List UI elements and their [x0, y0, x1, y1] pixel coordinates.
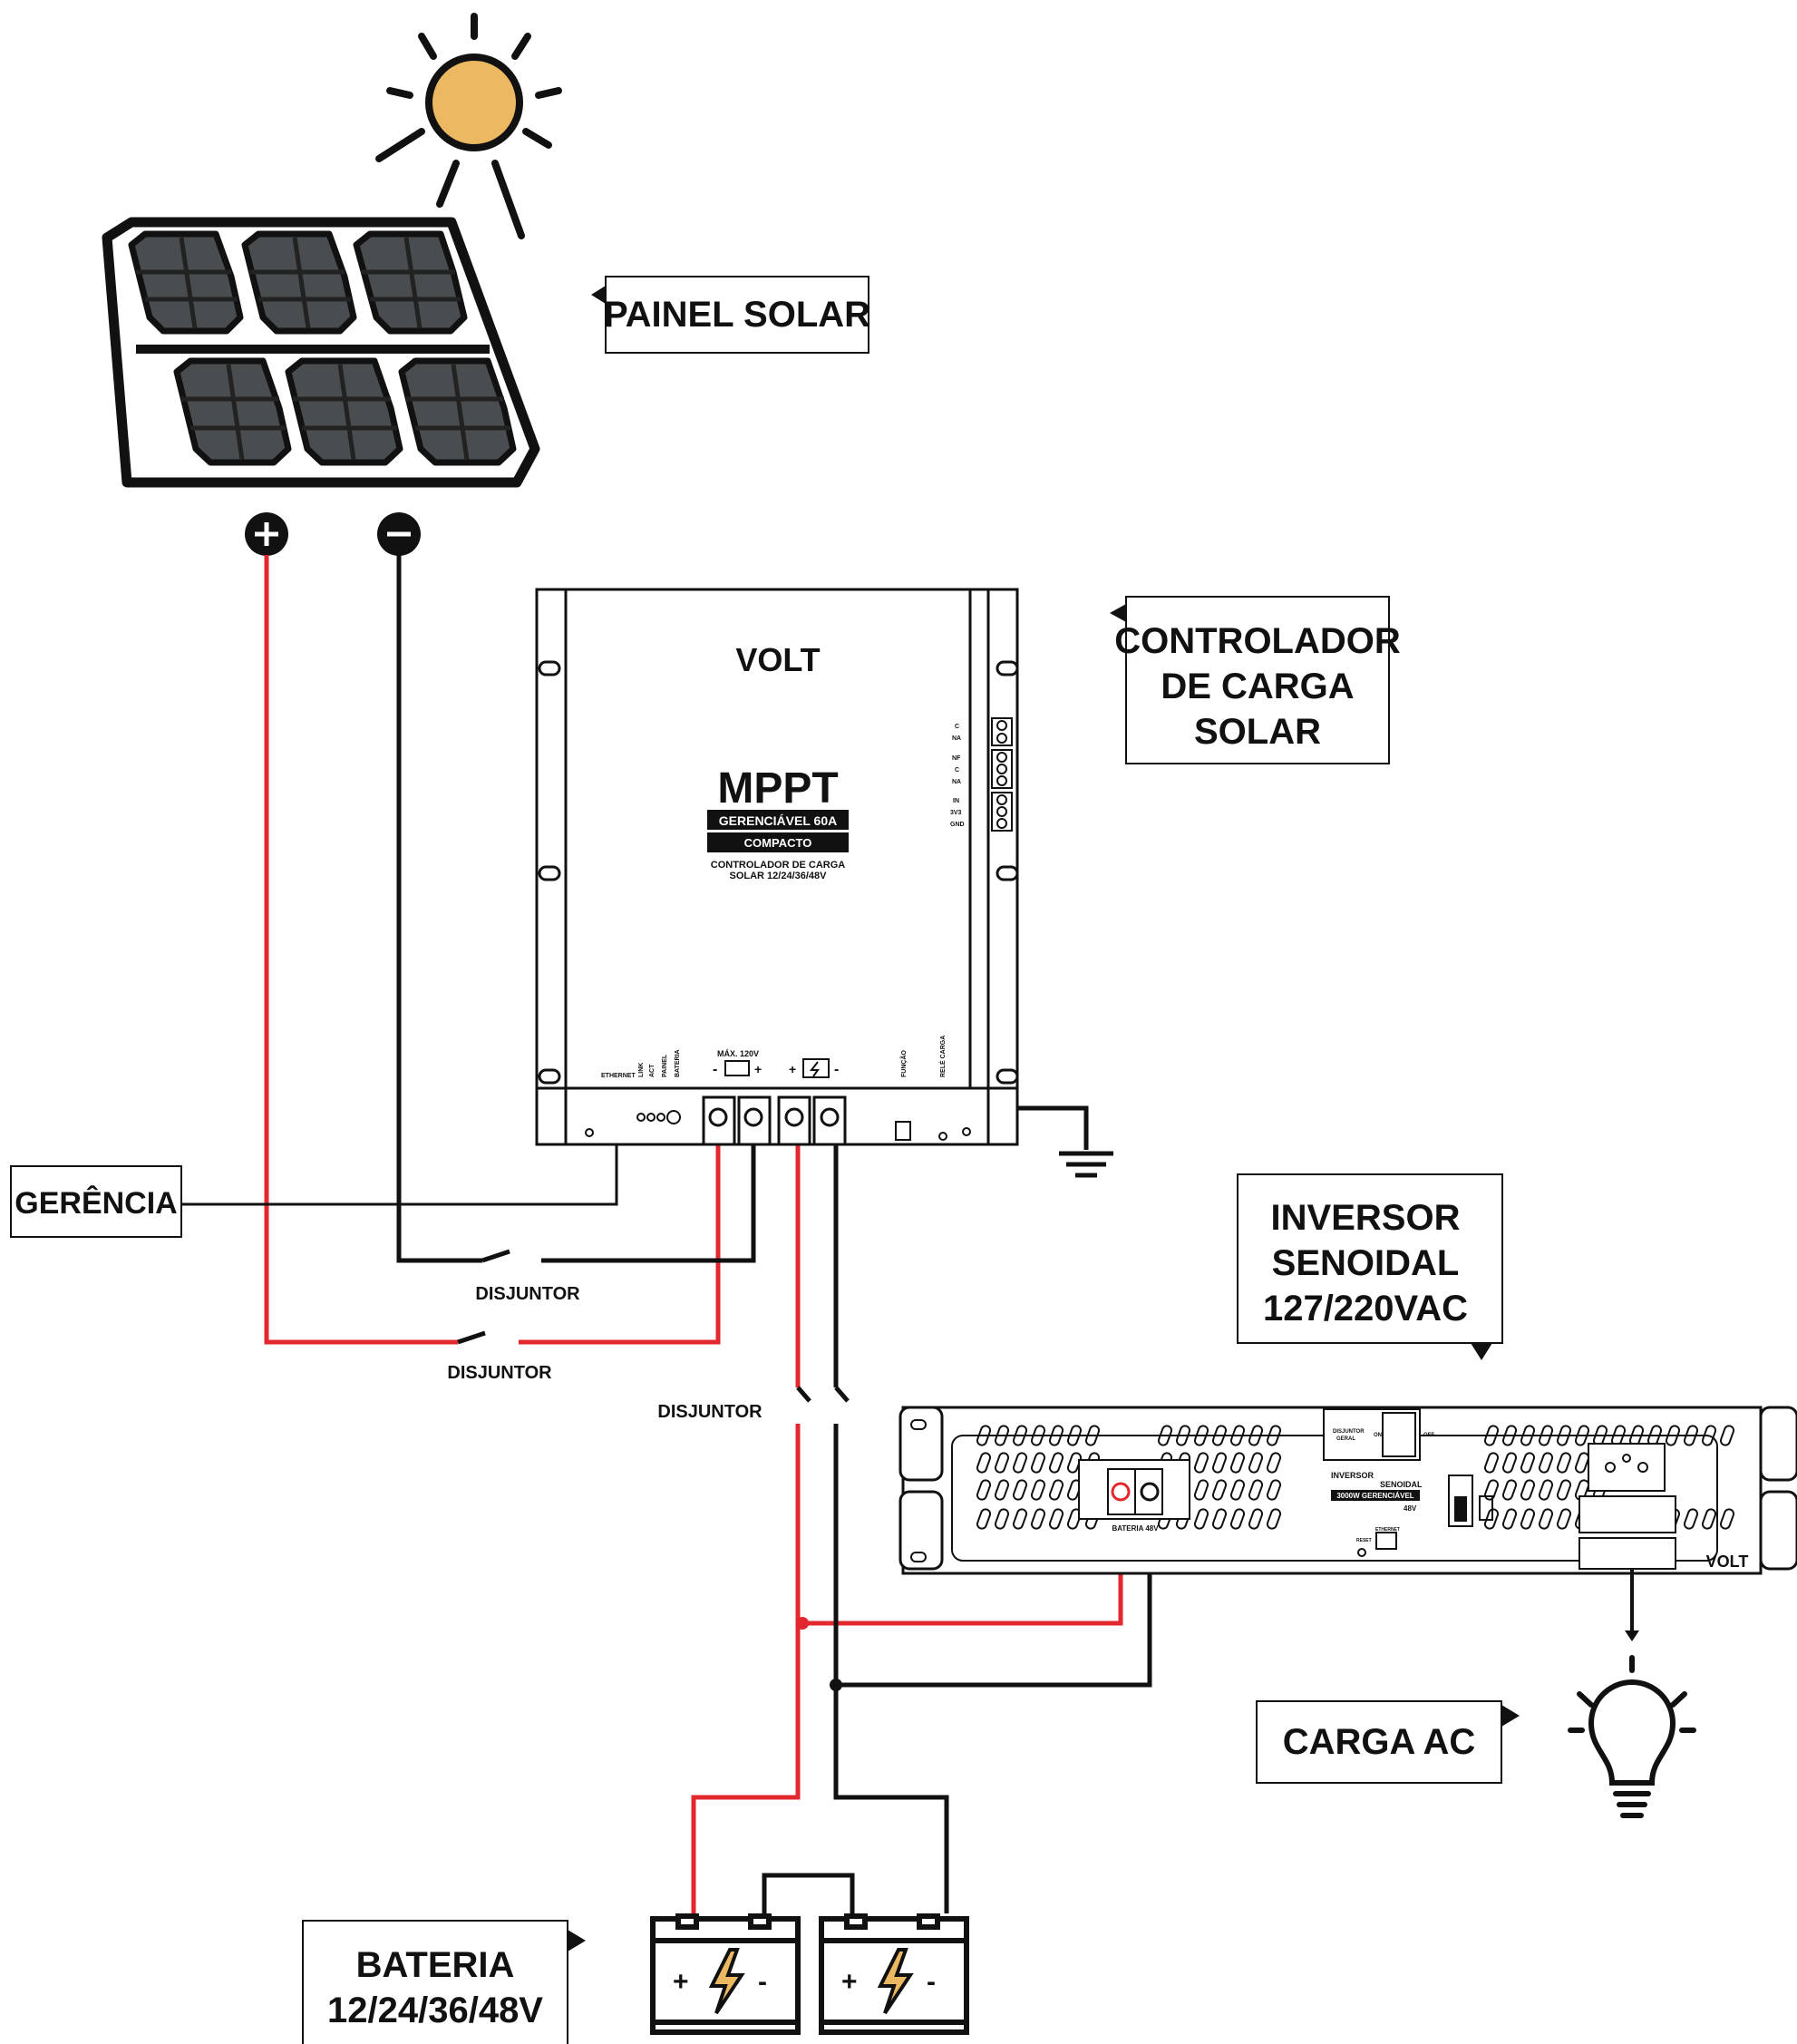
- inversor-label-2: SENOIDAL: [1272, 1243, 1460, 1283]
- side-gnd: GND: [950, 822, 965, 828]
- solar-panel-icon: [102, 217, 540, 488]
- inverter-name-1: INVERSOR: [1331, 1471, 1374, 1480]
- inverter-breaker-label-2: GERAL: [1336, 1436, 1355, 1442]
- inversor-label-3: 127/220VAC: [1263, 1289, 1468, 1329]
- vent-slots-left: [975, 1423, 1736, 1532]
- controlador-label-3: SOLAR: [1194, 712, 1321, 752]
- inverter-name-4: 48V: [1404, 1504, 1417, 1513]
- side-in: IN: [953, 798, 959, 804]
- svg-text:-: -: [927, 1967, 936, 1997]
- svg-text:+: +: [673, 1967, 689, 1997]
- port-ethernet-label: ETHERNET: [601, 1073, 636, 1079]
- painel-solar-label: PAINEL SOLAR: [604, 295, 870, 335]
- port-funcao-label: FUNÇÃO: [899, 1050, 908, 1077]
- controlador-label-2: DE CARGA: [1161, 667, 1354, 706]
- minus-icon: [377, 512, 421, 556]
- disjuntor-label-2: DISJUNTOR: [447, 1363, 552, 1383]
- sun-icon: [375, 13, 562, 239]
- charge-controller: VOLT MPPT GERENCIÁVEL 60A COMPACTO CONTR…: [535, 588, 1019, 1146]
- panel-positive-wire: [264, 555, 458, 1345]
- plus-icon: [245, 512, 288, 556]
- port-rele-carga-label: RELÉ CARGA: [938, 1036, 947, 1077]
- ground-icon: [1059, 1151, 1113, 1178]
- sine-inverter: BATERIA 48V DISJUNTOR GERAL ON OFF INVER…: [898, 1406, 1797, 1575]
- bateria-label-2: 12/24/36/48V: [327, 1990, 543, 2030]
- svg-text:+: +: [841, 1967, 858, 1997]
- inversor-label-1: INVERSOR: [1271, 1198, 1461, 1238]
- svg-text:-: -: [713, 1062, 717, 1077]
- label-bateria: BATERIA 12/24/36/48V: [302, 1920, 586, 2044]
- svg-text:+: +: [789, 1062, 796, 1076]
- panel-negative-wire: [396, 555, 482, 1263]
- breaker-switch-battery-positive: [796, 1386, 811, 1403]
- label-controlador: CONTROLADOR DE CARGA SOLAR: [1110, 596, 1401, 764]
- breaker-switch-positive: [457, 1330, 486, 1345]
- inverter-breaker-label-1: DISJUNTOR: [1333, 1429, 1365, 1435]
- controller-band-2: COMPACTO: [744, 836, 812, 850]
- led-act-label: ACT: [649, 1064, 656, 1077]
- wiring: [181, 555, 1152, 1913]
- inverter-name-2: SENOIDAL: [1380, 1480, 1423, 1489]
- side-na2: NA: [952, 779, 961, 785]
- disjuntor-label-3: DISJUNTOR: [657, 1402, 763, 1422]
- inverter-reset: RESET: [1356, 1538, 1372, 1543]
- controller-band-1: GERENCIÁVEL 60A: [719, 813, 837, 828]
- breaker-switch-battery-negative: [834, 1386, 850, 1403]
- light-bulb-icon: [1568, 1655, 1696, 1818]
- label-gerencia: GERÊNCIA: [10, 1165, 182, 1238]
- svg-text:-: -: [758, 1967, 767, 1997]
- svg-text:-: -: [834, 1062, 839, 1077]
- max-voltage-label: MÁX. 120V: [717, 1049, 759, 1058]
- controller-brand: VOLT: [735, 641, 820, 678]
- inverter-brand: VOLT: [1706, 1552, 1749, 1571]
- controller-desc-1: CONTROLADOR DE CARGA: [711, 860, 846, 871]
- bateria-label-1: BATERIA: [356, 1945, 515, 1985]
- side-na1: NA: [952, 735, 961, 742]
- inverter-on: ON: [1374, 1433, 1382, 1438]
- side-3v3: 3V3: [950, 810, 962, 816]
- label-painel-solar: PAINEL SOLAR: [591, 276, 870, 354]
- disjuntor-label-1: DISJUNTOR: [475, 1284, 580, 1304]
- controller-model: MPPT: [717, 764, 838, 813]
- carga-ac-label: CARGA AC: [1283, 1722, 1476, 1762]
- svg-text:+: +: [754, 1062, 762, 1076]
- led-bateria-label: BATERIA: [675, 1049, 681, 1077]
- inverter-name-3: 3000W GERENCIÁVEL: [1336, 1492, 1413, 1500]
- inverter-off: OFF: [1423, 1433, 1434, 1438]
- label-inversor: INVERSOR SENOIDAL 127/220VAC: [1237, 1173, 1503, 1360]
- side-nf: NF: [952, 755, 961, 762]
- battery-icon: + - + -: [650, 1913, 969, 2035]
- led-painel-label: PAINEL: [662, 1054, 668, 1077]
- inverter-ethernet: ETHERNET: [1375, 1527, 1400, 1533]
- gerencia-label: GERÊNCIA: [15, 1186, 177, 1221]
- breaker-switch-negative: [481, 1249, 510, 1263]
- controlador-label-1: CONTROLADOR: [1114, 621, 1401, 661]
- side-c2: C: [955, 767, 959, 774]
- side-c1: C: [955, 724, 959, 730]
- label-carga-ac: CARGA AC: [1256, 1700, 1520, 1784]
- inverter-battery-label: BATERIA 48V: [1112, 1524, 1159, 1533]
- led-link-label: LINK: [638, 1063, 645, 1077]
- controller-desc-2: SOLAR 12/24/36/48V: [729, 871, 827, 881]
